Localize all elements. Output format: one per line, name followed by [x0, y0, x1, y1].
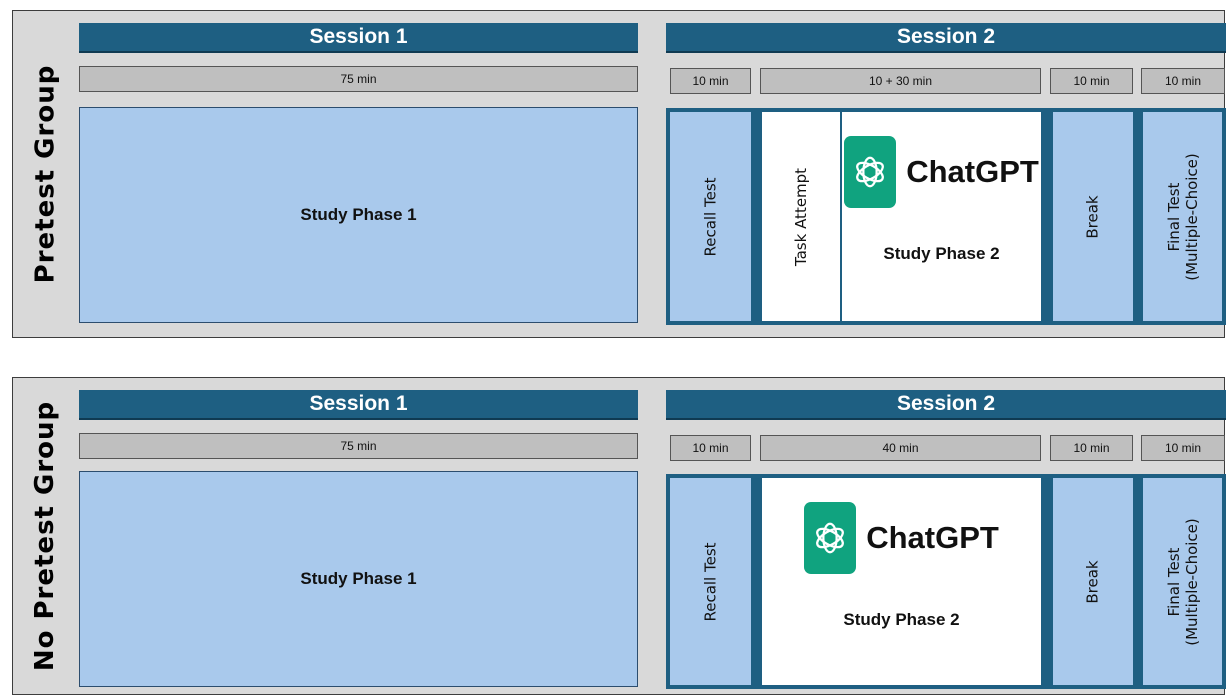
pretest-group-panel: Pretest Group Session 1 75 min Study Pha…: [12, 10, 1226, 338]
group-label-text: No Pretest Group: [30, 400, 61, 672]
chatgpt-study-box: ChatGPT Study Phase 2: [842, 112, 1041, 321]
final-test-line-1: Final Test: [1164, 547, 1183, 616]
session-1-duration: 75 min: [79, 66, 638, 92]
group-label: Pretest Group: [13, 11, 77, 337]
recall-test-box: Recall Test: [670, 112, 751, 321]
final-test-duration: 10 min: [1141, 68, 1225, 94]
final-test-label: Final Test (Multiple-Choice): [1165, 153, 1201, 281]
session-1-duration: 75 min: [79, 433, 638, 459]
session-2-header: Session 2: [666, 23, 1226, 53]
recall-duration: 10 min: [670, 68, 751, 94]
chatgpt-name: ChatGPT: [906, 154, 1039, 189]
recall-test-label: Recall Test: [701, 541, 720, 622]
recall-test-box: Recall Test: [670, 478, 751, 685]
chatgpt-logo-icon: [844, 136, 897, 208]
session-1-header: Session 1: [79, 23, 638, 53]
session-2-header: Session 2: [666, 390, 1226, 420]
final-test-box: Final Test (Multiple-Choice): [1143, 478, 1222, 685]
study-phase-1-label: Study Phase 1: [300, 205, 417, 224]
chatgpt-name: ChatGPT: [866, 520, 999, 555]
group-label: No Pretest Group: [13, 378, 77, 694]
study-duration: 10 + 30 min: [760, 68, 1041, 94]
study-phase-2-label: Study Phase 2: [843, 610, 960, 629]
break-box: Break: [1053, 478, 1133, 685]
recall-duration: 10 min: [670, 435, 751, 461]
group-label-text: Pretest Group: [30, 64, 60, 284]
final-test-box: Final Test (Multiple-Choice): [1143, 112, 1222, 321]
chatgpt-brand: ChatGPT: [844, 136, 1039, 208]
study-phase-1-label: Study Phase 1: [300, 569, 417, 588]
final-test-line-1: Final Test: [1164, 182, 1183, 251]
task-attempt-box: Task Attempt: [762, 112, 840, 321]
no-pretest-group-panel: No Pretest Group Session 1 75 min Study …: [12, 377, 1226, 695]
recall-test-label: Recall Test: [701, 176, 720, 257]
final-test-line-2: (Multiple-Choice): [1182, 152, 1201, 281]
break-label: Break: [1084, 194, 1102, 239]
final-test-duration: 10 min: [1141, 435, 1225, 461]
study-phase-1-box: Study Phase 1: [79, 107, 638, 323]
task-attempt-label: Task Attempt: [792, 167, 810, 266]
break-duration: 10 min: [1050, 435, 1133, 461]
final-test-line-2: (Multiple-Choice): [1182, 517, 1201, 646]
break-box: Break: [1053, 112, 1133, 321]
final-test-label: Final Test (Multiple-Choice): [1165, 518, 1201, 646]
break-label: Break: [1084, 559, 1102, 604]
break-duration: 10 min: [1050, 68, 1133, 94]
study-phase-1-box: Study Phase 1: [79, 471, 638, 687]
chatgpt-logo-icon: [804, 502, 857, 574]
study-phase-2-label: Study Phase 2: [883, 244, 1000, 263]
chatgpt-study-box: ChatGPT Study Phase 2: [762, 478, 1041, 685]
chatgpt-brand: ChatGPT: [804, 502, 999, 574]
study-duration: 40 min: [760, 435, 1041, 461]
session-1-header: Session 1: [79, 390, 638, 420]
